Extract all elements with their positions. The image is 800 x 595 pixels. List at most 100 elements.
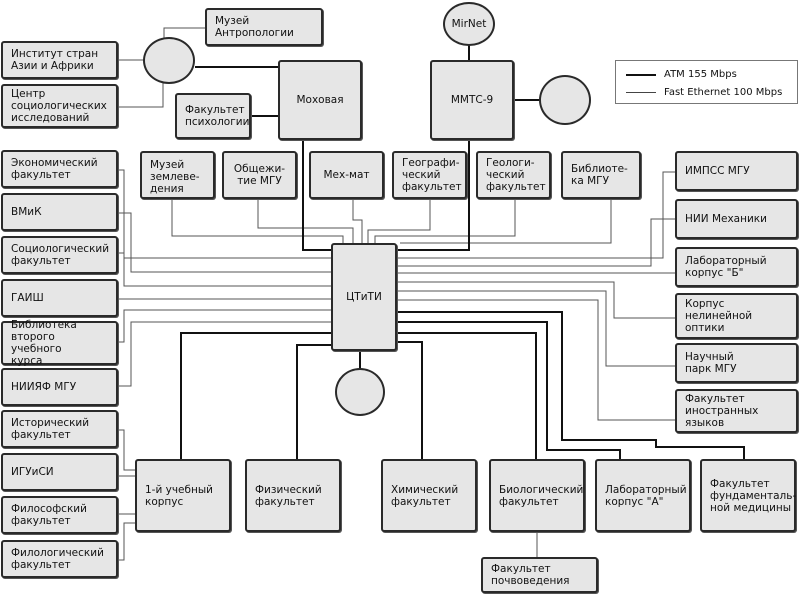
label: Геологи- ческий факультет	[486, 157, 546, 193]
label: Философский факультет	[11, 503, 87, 527]
label: Экономический факультет	[11, 157, 98, 181]
link-niiyaf	[117, 321, 333, 387]
node-geography-faculty[interactable]: Географи- ческий факультет	[392, 151, 467, 199]
link-nonlinear	[395, 281, 675, 319]
node-sociology-faculty[interactable]: Социологический факультет	[1, 236, 118, 274]
thin-line-swatch	[626, 92, 656, 93]
link-dormitory	[257, 198, 354, 244]
node-nii-mechanics[interactable]: НИИ Механики	[675, 199, 798, 239]
router-circle-south[interactable]	[335, 368, 385, 416]
link-foreign-lang	[395, 299, 675, 421]
legend-atm: ATM 155 Mbps	[626, 69, 737, 80]
link-mekhmat	[352, 198, 363, 244]
label: Социологический факультет	[11, 243, 110, 267]
node-mirnet[interactable]: MirNet	[443, 2, 495, 46]
link-history	[117, 429, 136, 471]
label: Факультет фундаменталь- ной медицины	[710, 477, 797, 514]
label: ИМПСС МГУ	[685, 165, 750, 177]
link-library-msu	[400, 198, 612, 244]
label: Научный парк МГУ	[685, 351, 737, 375]
label: Факультет иностранных языков	[685, 393, 759, 429]
node-mokhovaya[interactable]: Моховая	[278, 60, 362, 140]
node-biology-faculty[interactable]: Биологический факультет	[489, 459, 585, 532]
label: ГАИШ	[11, 292, 44, 304]
node-mekhmat[interactable]: Мех-мат	[309, 151, 384, 199]
node-philology-faculty[interactable]: Филологический факультет	[1, 540, 118, 578]
node-lab-building-b[interactable]: Лабораторный корпус "Б"	[675, 247, 798, 287]
link-museum-earth	[171, 198, 344, 244]
link-geography	[367, 198, 431, 244]
legend-fast-ethernet: Fast Ethernet 100 Mbps	[626, 87, 782, 98]
label: ИГУиСИ	[11, 466, 54, 478]
label: Географи- ческий факультет	[402, 157, 462, 193]
node-first-building[interactable]: 1-й учебный корпус	[135, 459, 231, 532]
label: НИИ Механики	[685, 213, 767, 225]
router-circle-east[interactable]	[539, 75, 591, 125]
node-nonlinear-optics[interactable]: Корпус нелинейной оптики	[675, 293, 798, 339]
link-anthropology	[163, 27, 205, 38]
node-msu-library[interactable]: Библиоте- ка МГУ	[561, 151, 641, 199]
link-fund-med	[395, 311, 745, 459]
node-sociological-research-center[interactable]: Центр социологических исследований	[1, 84, 118, 128]
router-circle-west[interactable]	[143, 37, 195, 84]
node-mmts9[interactable]: ММТС-9	[430, 60, 514, 140]
link-biology	[395, 332, 537, 459]
link-sociology	[117, 252, 333, 287]
fast-ethernet-links	[117, 27, 675, 561]
node-physics-faculty[interactable]: Физический факультет	[245, 459, 341, 532]
node-second-building-library[interactable]: Библиотека второго учебного курса	[1, 319, 118, 367]
atm-links	[180, 44, 745, 459]
label: ВМиК	[11, 206, 42, 218]
node-vmk[interactable]: ВМиК	[1, 193, 118, 231]
legend-atm-label: ATM 155 Mbps	[664, 69, 737, 80]
label: Библиотека второго учебного курса	[11, 319, 77, 367]
link-philology	[117, 522, 136, 561]
thick-line-swatch	[626, 73, 656, 76]
label: Институт стран Азии и Африки	[11, 48, 99, 72]
label: НИИЯФ МГУ	[11, 381, 77, 393]
node-philosophy-faculty[interactable]: Философский факультет	[1, 496, 118, 534]
node-museum-earth-science[interactable]: Музей землеве- дения	[140, 151, 215, 199]
link-science-park	[395, 290, 675, 367]
node-chemistry-faculty[interactable]: Химический факультет	[381, 459, 477, 532]
legend-fe-label: Fast Ethernet 100 Mbps	[664, 87, 783, 98]
label: Музей Антропологии	[215, 15, 294, 39]
node-core-ctiti[interactable]: ЦТиТИ	[331, 243, 397, 351]
label: Центр социологических исследований	[11, 88, 107, 124]
label: Мех-мат	[323, 169, 370, 181]
label: Музей землеве- дения	[150, 159, 200, 195]
node-impss[interactable]: ИМПСС МГУ	[675, 151, 798, 191]
node-geology-faculty[interactable]: Геологи- ческий факультет	[476, 151, 551, 199]
label: Библиоте- ка МГУ	[571, 163, 628, 187]
node-museum-anthropology[interactable]: Музей Антропологии	[205, 8, 323, 46]
node-lab-building-a[interactable]: Лабораторный корпус "А"	[595, 459, 691, 532]
node-psychology-faculty[interactable]: Факультет психологии	[175, 93, 251, 139]
node-fundamental-medicine[interactable]: Факультет фундаменталь- ной медицины	[700, 459, 796, 532]
link-geology	[374, 198, 516, 244]
link-impss	[395, 171, 675, 259]
node-gaish[interactable]: ГАИШ	[1, 279, 118, 317]
node-dormitory[interactable]: Общежи- тие МГУ	[222, 151, 297, 199]
label: Лабораторный корпус "Б"	[685, 255, 767, 279]
node-igui-si[interactable]: ИГУиСИ	[1, 453, 118, 491]
link-lab-a	[395, 321, 621, 459]
link-first-building	[180, 332, 333, 459]
label: Филологический факультет	[11, 547, 104, 571]
node-soil-science[interactable]: Факультет почвоведения	[481, 557, 598, 593]
label: 1-й учебный корпус	[145, 483, 213, 508]
node-institute-asia-africa[interactable]: Институт стран Азии и Африки	[1, 41, 118, 79]
link-mmts-core	[395, 138, 470, 251]
core-label: ЦТиТИ	[346, 291, 382, 303]
link-vmk	[117, 212, 333, 273]
node-history-faculty[interactable]: Исторический факультет	[1, 410, 118, 448]
node-niiyaf[interactable]: НИИЯФ МГУ	[1, 368, 118, 406]
link-chemistry	[395, 341, 423, 459]
node-foreign-languages[interactable]: Факультет иностранных языков	[675, 389, 798, 433]
label: Факультет психологии	[185, 104, 250, 128]
node-science-park[interactable]: Научный парк МГУ	[675, 343, 798, 383]
node-economics-faculty[interactable]: Экономический факультет	[1, 150, 118, 188]
label: Общежи- тие МГУ	[233, 163, 286, 187]
label: Факультет почвоведения	[491, 563, 570, 587]
link-economics	[117, 169, 333, 259]
